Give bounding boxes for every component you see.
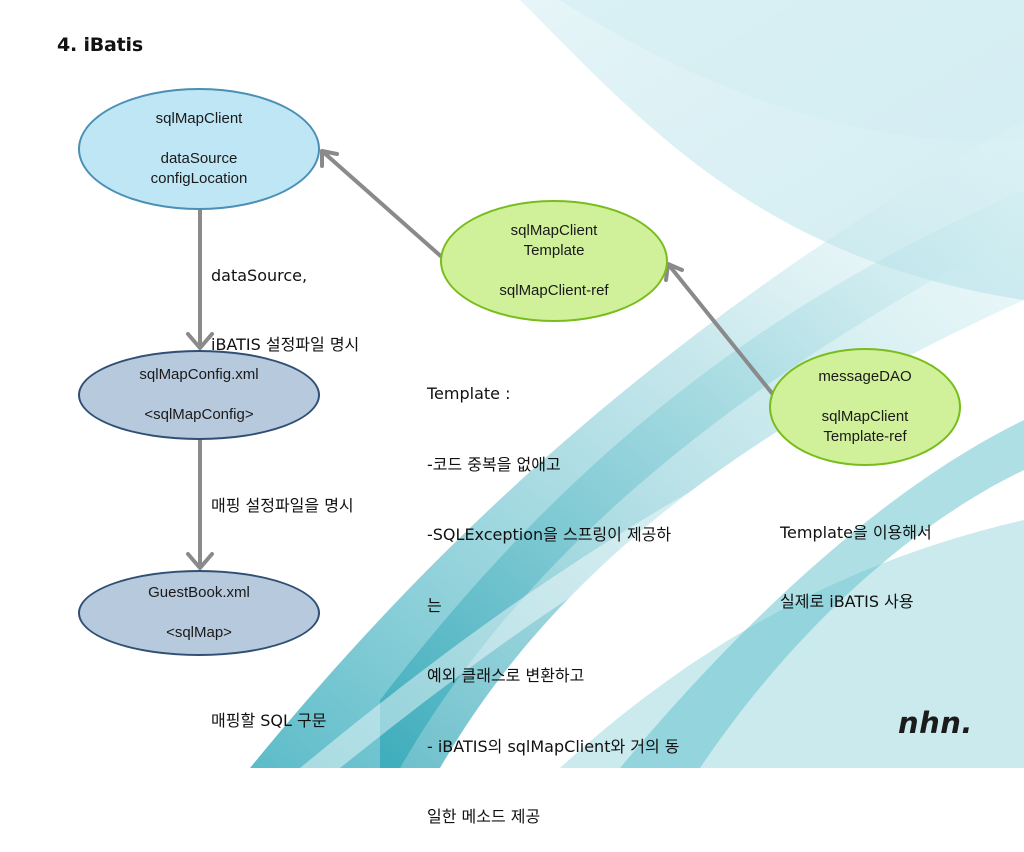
note-usage-line-2: 실제로 iBATIS 사용: [780, 592, 914, 611]
nhn-logo: nhn.: [898, 706, 973, 740]
note-template-line-4: 는: [427, 595, 442, 615]
node-template: sqlMapClient Template sqlMapClient-ref: [440, 200, 668, 322]
node-guestbook-file: GuestBook.xml: [148, 584, 250, 601]
node-messagedao-ref-1: sqlMapClient: [821, 408, 909, 425]
note-datasource-line-1: dataSource,: [211, 266, 308, 285]
note-sql-line-1: 매핑할 SQL 구문: [211, 711, 327, 730]
node-template-name-2: Template: [523, 242, 585, 259]
note-template-line-1: Template :: [427, 384, 511, 403]
note-template-line-7: 일한 메소드 제공: [427, 807, 541, 826]
note-usage: Template을 이용해서 실제로 iBATIS 사용: [780, 475, 932, 636]
node-messagedao-name: messageDAO: [818, 368, 912, 385]
note-usage-line-1: Template을 이용해서: [780, 523, 932, 542]
node-sqlmapconfig: sqlMapConfig.xml <sqlMapConfig>: [78, 350, 320, 440]
node-sqlmapclient: sqlMapClient dataSource configLocation: [78, 88, 320, 210]
note-template-line-3: -SQLException을 스프링이 제공하: [427, 525, 672, 544]
node-messagedao-ref-2: Template-ref: [823, 428, 907, 445]
node-sqlmapclient-name: sqlMapClient: [155, 110, 243, 127]
note-datasource: dataSource, iBATIS 설정파일 명시: [211, 218, 359, 379]
node-template-name-1: sqlMapClient: [510, 222, 598, 239]
note-mapping-line-1: 매핑 설정파일을 명시: [211, 496, 354, 515]
note-template-line-2: -코드 중복을 없애고: [427, 454, 561, 474]
note-template-line-6: - iBATIS의 sqlMapClient와 거의 동: [427, 736, 680, 756]
node-sqlmapconfig-tag: <sqlMapConfig>: [144, 406, 254, 423]
node-sqlmapclient-prop-datasource: dataSource: [160, 150, 238, 167]
node-guestbook-tag: <sqlMap>: [166, 624, 232, 641]
note-sql: 매핑할 SQL 구문: [211, 663, 326, 755]
node-sqlmapclient-prop-configlocation: configLocation: [150, 170, 248, 187]
note-template-line-5: 예외 클래스로 변환하고: [427, 666, 585, 685]
note-template: Template : -코드 중복을 없애고 -SQLException을 스프…: [427, 335, 680, 852]
node-guestbook: GuestBook.xml <sqlMap>: [78, 570, 320, 656]
note-datasource-line-2: iBATIS 설정파일 명시: [211, 335, 360, 354]
node-sqlmapconfig-file: sqlMapConfig.xml: [139, 366, 259, 383]
slide-title: 4. iBatis: [57, 34, 143, 56]
node-template-ref: sqlMapClient-ref: [499, 282, 609, 299]
note-mapping: 매핑 설정파일을 명시: [211, 448, 354, 540]
node-messagedao: messageDAO sqlMapClient Template-ref: [769, 348, 961, 466]
